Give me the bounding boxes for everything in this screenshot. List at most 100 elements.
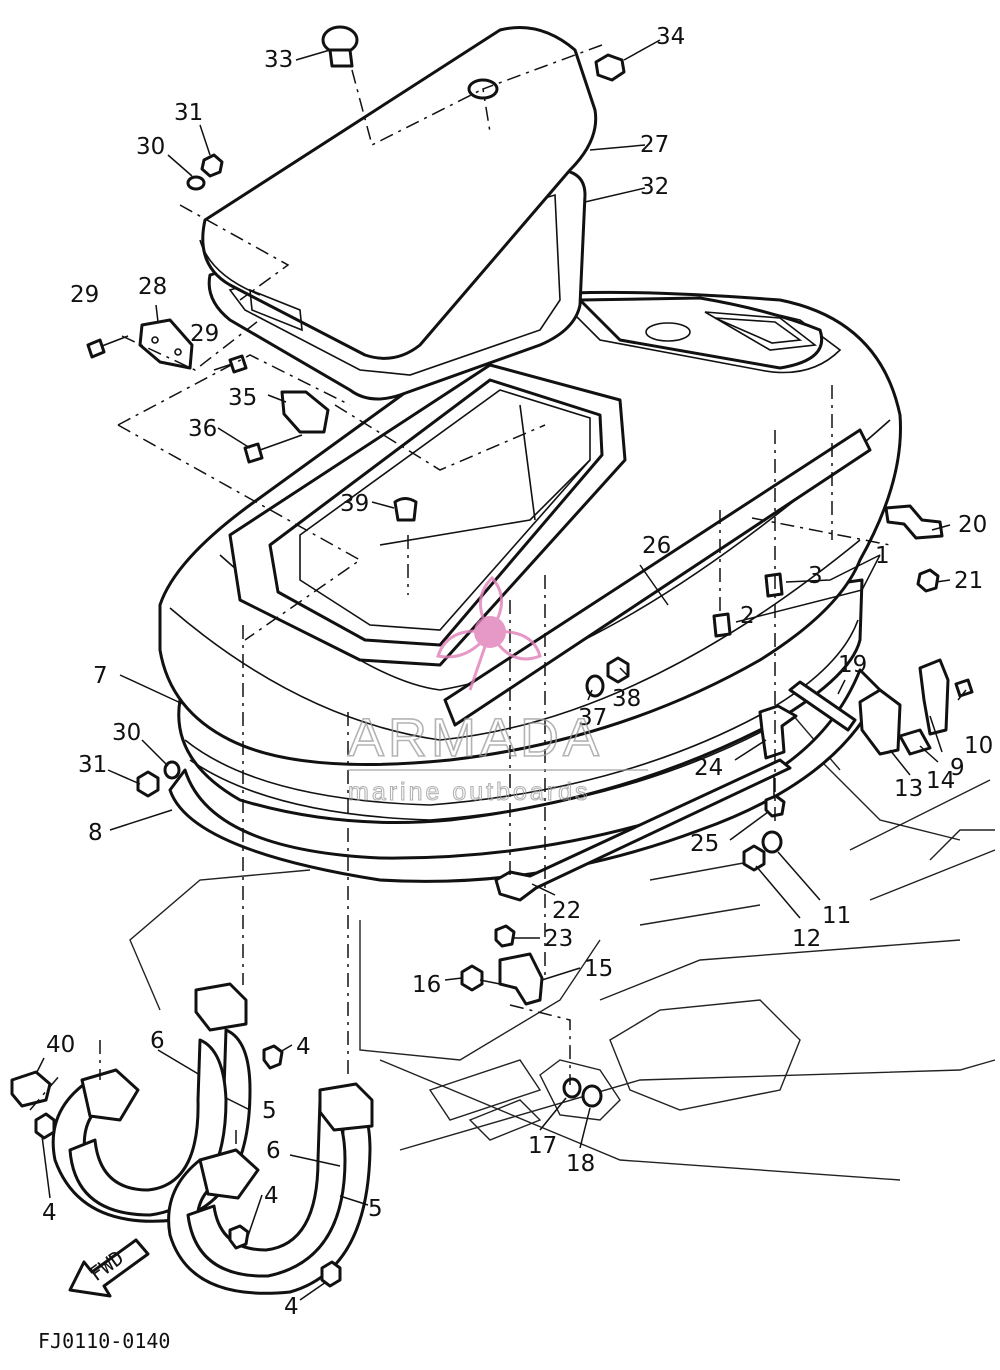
- knob-33: [321, 25, 359, 68]
- lower-casing-background: [129, 699, 996, 1181]
- callout-labels: 1 2 3 4 4 4 4 5 5 6 6 7 8 9 10 11 12 13 …: [42, 24, 993, 1320]
- callout-31-a: 31: [174, 100, 203, 126]
- screw-10: [954, 678, 974, 698]
- callout-30-a: 30: [136, 134, 165, 160]
- screw-29b: [213, 354, 248, 374]
- nut-31-upper: [200, 153, 224, 178]
- hook-clamp-lower-left: [80, 1068, 140, 1122]
- watermark: ARMADA marine outboards: [347, 575, 648, 807]
- callout-27: 27: [640, 132, 669, 158]
- screw-21: [916, 568, 940, 593]
- watermark-brand: ARMADA: [348, 708, 603, 768]
- callout-5-a: 5: [262, 1098, 277, 1124]
- callout-34: 34: [656, 24, 685, 50]
- washer-37: [585, 674, 605, 698]
- callout-4-b: 4: [42, 1200, 57, 1226]
- hook-5-right: [186, 1098, 347, 1278]
- bracket-15: [498, 952, 544, 1006]
- callout-39: 39: [340, 491, 369, 517]
- screw-29a: [86, 335, 129, 359]
- washer-30-upper: [186, 175, 206, 191]
- callout-21: 21: [954, 568, 983, 594]
- callout-19: 19: [838, 652, 867, 678]
- cowl-top-panel: [578, 296, 823, 370]
- callout-33: 33: [264, 47, 293, 73]
- nut-12: [742, 844, 766, 872]
- bolt-4-b: [34, 1112, 56, 1140]
- callout-6-a: 6: [150, 1028, 165, 1054]
- callout-29-b: 29: [190, 321, 219, 347]
- hinge-28: [138, 318, 194, 370]
- strip-19: [788, 680, 857, 732]
- latch-13: [858, 688, 902, 756]
- bolt-25: [764, 770, 786, 818]
- plug-39: [393, 497, 418, 522]
- watermark-propeller-logo: [436, 575, 542, 691]
- callout-20: 20: [958, 512, 987, 538]
- callout-28: 28: [138, 274, 167, 300]
- bolt-4-c: [228, 1224, 250, 1250]
- bolt-16: [460, 964, 501, 992]
- callout-4-d: 4: [284, 1294, 299, 1320]
- washer-30-lower: [163, 760, 181, 780]
- callout-26: 26: [642, 533, 671, 559]
- nut-38: [606, 656, 630, 684]
- bracket-35: [280, 390, 330, 434]
- callout-15: 15: [584, 956, 613, 982]
- rod-22: [494, 758, 792, 902]
- nut-31-lower: [136, 770, 160, 798]
- callout-13: 13: [894, 776, 923, 802]
- callout-22: 22: [552, 898, 581, 924]
- grommet-3: [764, 572, 784, 598]
- grommet-2: [712, 612, 732, 638]
- callout-36: 36: [188, 416, 217, 442]
- callout-6-b: 6: [266, 1138, 281, 1164]
- nut-34: [594, 53, 626, 82]
- callout-5-b: 5: [368, 1196, 383, 1222]
- side-strip: [443, 428, 872, 727]
- cowl-lid: [201, 26, 598, 360]
- grommet-18: [581, 1084, 603, 1108]
- callout-4-c: 4: [264, 1183, 279, 1209]
- bottom-seal: [168, 668, 882, 883]
- callout-8: 8: [88, 820, 103, 846]
- clip-40: [10, 1070, 52, 1108]
- fwd-arrow: FWD: [68, 1238, 150, 1298]
- callout-16: 16: [412, 972, 441, 998]
- callout-4-a: 4: [296, 1034, 311, 1060]
- assembly-lines: [29, 39, 967, 1301]
- callout-2: 2: [740, 603, 755, 629]
- callout-9: 9: [950, 755, 965, 781]
- hood-opening-inner: [268, 378, 604, 647]
- watermark-tagline: marine outboards: [348, 778, 591, 806]
- callout-38: 38: [612, 686, 641, 712]
- bolt-23: [494, 924, 516, 948]
- callout-30-b: 30: [112, 720, 141, 746]
- bolt-4-d: [320, 1260, 342, 1288]
- callout-32: 32: [640, 174, 669, 200]
- hook-clamp-upper-right: [318, 1082, 374, 1132]
- bolt-4-a: [262, 1044, 284, 1070]
- callout-37: 37: [578, 705, 607, 731]
- callout-40: 40: [46, 1032, 75, 1058]
- hook-clamp-lower-right: [198, 1148, 260, 1200]
- drawing-code: FJ0110-0140: [38, 1329, 170, 1353]
- callout-7: 7: [93, 663, 108, 689]
- callout-29-a: 29: [70, 282, 99, 308]
- lever-9: [918, 658, 950, 736]
- callout-14: 14: [926, 768, 955, 794]
- callout-25: 25: [690, 831, 719, 857]
- callout-10: 10: [964, 733, 993, 759]
- callout-17: 17: [528, 1133, 557, 1159]
- hook-clamp-upper-left: [194, 982, 248, 1032]
- bolt-36: [243, 434, 303, 464]
- callout-1: 1: [875, 543, 890, 569]
- washer-11: [761, 830, 783, 854]
- callout-11: 11: [822, 903, 851, 929]
- callout-24: 24: [694, 755, 723, 781]
- washer-17: [562, 1077, 582, 1099]
- callout-31-b: 31: [78, 752, 107, 778]
- clip-20: [884, 504, 944, 540]
